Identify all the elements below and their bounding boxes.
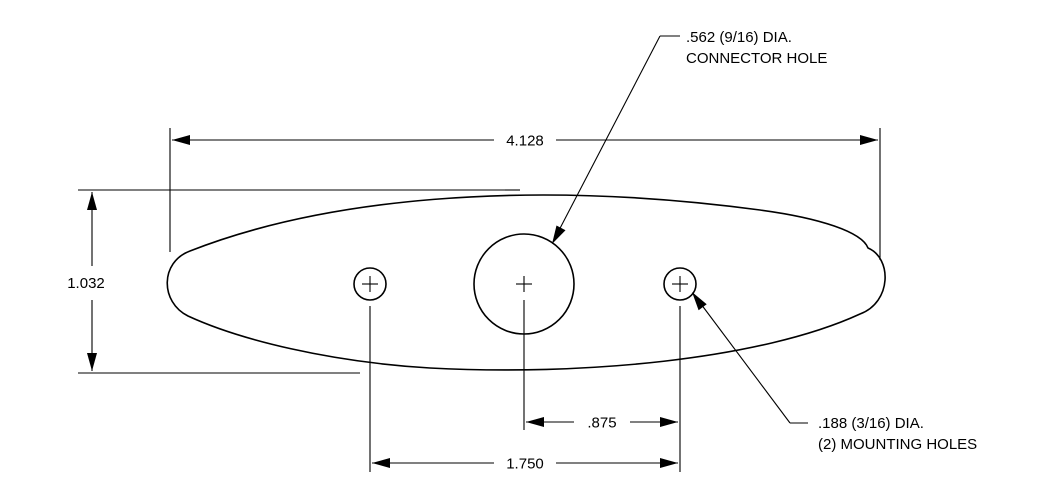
callout-mounting-holes: .188 (3/16) DIA. (2) MOUNTING HOLES — [692, 292, 977, 453]
mounting-hole-left — [353, 267, 387, 301]
plate-outline — [166, 194, 886, 371]
mounting-hole-right — [663, 267, 697, 301]
callout-mounting-holes-line1: .188 (3/16) DIA. — [818, 415, 924, 432]
dimension-center-to-mount: .875 — [526, 415, 678, 432]
dimension-height-label: 1.032 — [67, 275, 105, 292]
callout-connector-hole: .562 (9/16) DIA. CONNECTOR HOLE — [552, 29, 827, 244]
callout-connector-hole-line2: CONNECTOR HOLE — [686, 50, 827, 67]
dimension-height: 1.032 — [67, 192, 105, 371]
dimension-center-to-mount-label: .875 — [587, 415, 616, 432]
dimension-mount-spacing-label: 1.750 — [506, 456, 544, 473]
dimension-length: 4.128 — [172, 133, 878, 150]
callout-mounting-holes-line2: (2) MOUNTING HOLES — [818, 436, 977, 453]
dimension-length-label: 4.128 — [506, 133, 544, 150]
dimension-mount-spacing: 1.750 — [372, 456, 678, 473]
callout-connector-hole-line1: .562 (9/16) DIA. — [686, 29, 792, 46]
